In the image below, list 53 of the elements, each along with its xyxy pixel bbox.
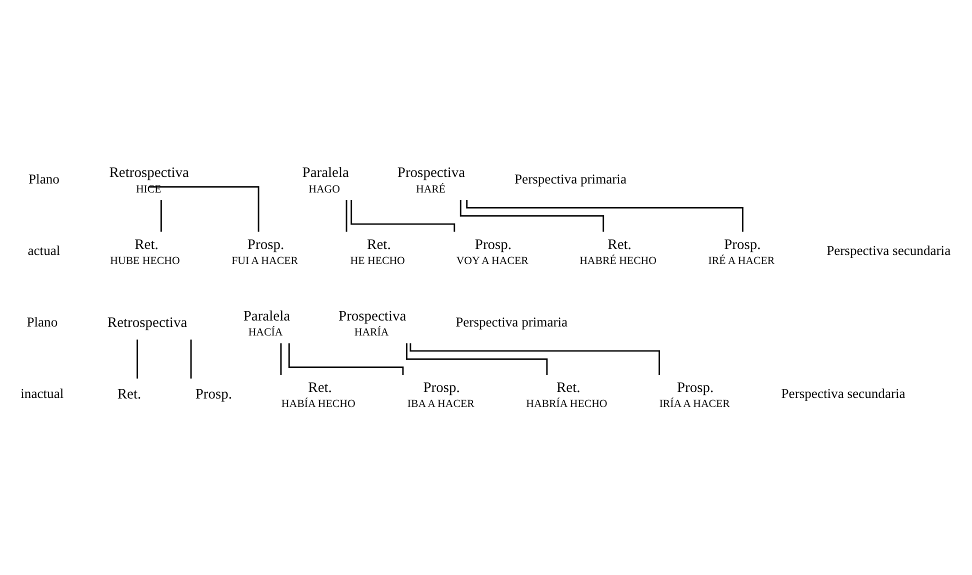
node-label: FUI A HACER: [232, 255, 298, 268]
connector: [460, 200, 604, 232]
connector: [136, 340, 138, 379]
connector: [160, 200, 162, 232]
node-text: Ret.: [367, 236, 391, 253]
node-text: Retrospectiva: [109, 165, 189, 182]
node-text: Ret.: [308, 380, 332, 396]
node-label: IRÉ A HACER: [708, 255, 775, 268]
connector: [410, 343, 660, 375]
node-text: Prosp.: [247, 236, 284, 253]
node-text: Retrospectiva: [107, 314, 188, 331]
node-text: Prosp.: [474, 236, 512, 253]
label: Plano: [26, 314, 58, 330]
node-label: VOY A HACER: [456, 255, 528, 268]
label: Perspectiva primaria: [514, 171, 626, 186]
node-text: Prospectiva: [338, 308, 406, 324]
node-label: HICE: [136, 183, 162, 196]
node-text: Ret.: [117, 386, 142, 402]
node-text: Paralela: [243, 308, 290, 324]
label: Perspectiva primaria: [456, 314, 568, 330]
connector: [350, 200, 456, 232]
label: actual: [28, 242, 60, 258]
node-label: IRÍA A HACER: [659, 398, 730, 410]
label: Perspectiva secundaria: [781, 386, 906, 402]
connector: [466, 200, 744, 232]
node-label: HARÉ: [416, 183, 446, 196]
connector: [346, 200, 348, 232]
node-text: Prosp.: [195, 386, 232, 402]
node-label: HE HECHO: [350, 255, 405, 268]
node-label: HARÍA: [354, 326, 389, 339]
connector: [190, 340, 192, 379]
node-label: HACÍA: [248, 326, 283, 339]
label: inactual: [20, 386, 64, 402]
node-label: IBA A HACER: [407, 398, 474, 410]
connector: [406, 343, 548, 375]
node-label: HABRÍA HECHO: [526, 398, 608, 410]
node-text: Ret.: [134, 236, 158, 253]
node-label: HABRÉ HECHO: [580, 255, 657, 268]
label: Perspectiva secundaria: [826, 242, 951, 258]
connector: [280, 343, 282, 375]
node-text: Ret.: [556, 380, 580, 396]
label: Plano: [28, 171, 60, 186]
connector: [149, 186, 260, 232]
node-text: Prosp.: [724, 236, 761, 253]
node-label: HABÍA HECHO: [281, 398, 356, 410]
connector: [288, 343, 404, 375]
node-label: HUBE HECHO: [110, 255, 180, 268]
node-text: Ret.: [608, 236, 632, 253]
node-text: Prosp.: [676, 380, 714, 396]
node-text: Prospectiva: [397, 165, 466, 182]
node-text: Prosp.: [423, 380, 460, 396]
node-text: Paralela: [302, 165, 349, 182]
node-label: HAGO: [308, 183, 340, 196]
